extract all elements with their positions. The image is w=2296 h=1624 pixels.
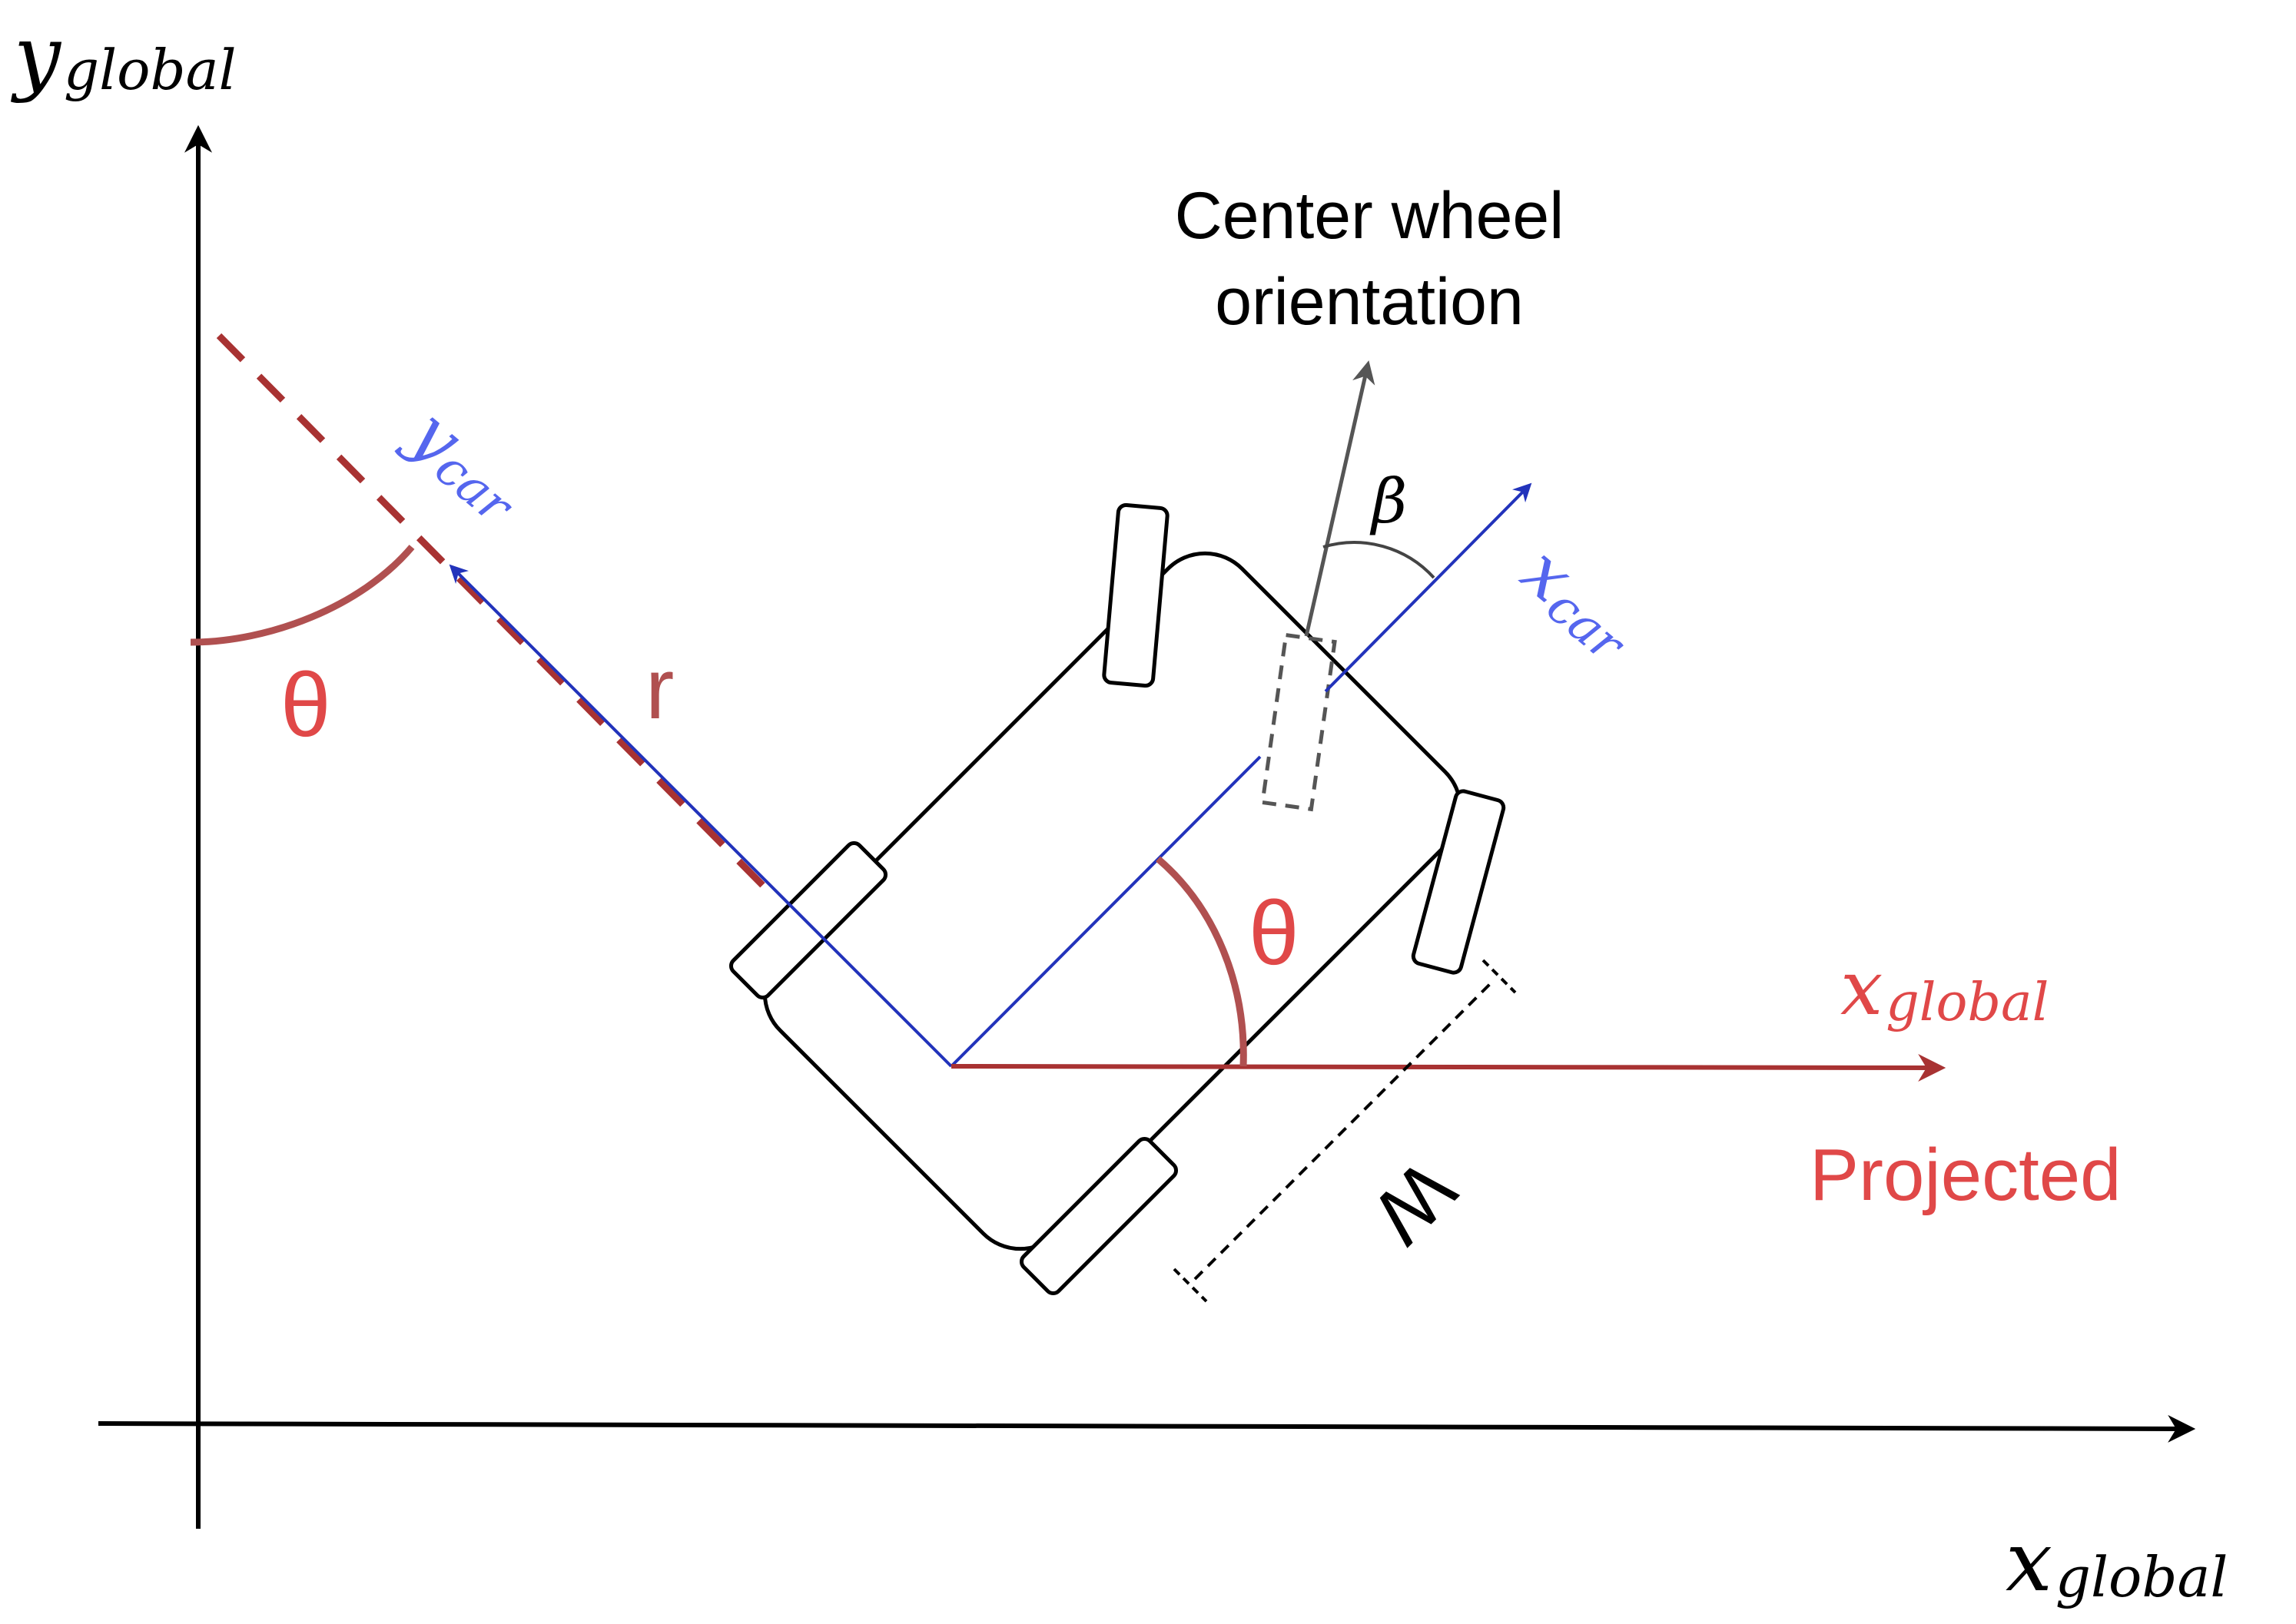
beta-arc [1322,541,1435,579]
y-car-axis [449,564,953,1068]
center-wheel-label-line2: orientation [1215,265,1524,339]
theta-arc-left [190,545,415,646]
r-label: r [645,641,674,737]
y-global-label: yglobal [10,8,237,104]
x-car-axis-solid [950,755,1262,1068]
theta-arc-car [1156,856,1247,1067]
w-dimension-tick-top [1481,959,1517,994]
w-dimension-tick-bottom [1173,1268,1208,1303]
wheel-left [728,840,888,1000]
car-body [762,551,1463,1251]
center-wheel-label-line1: Center wheel [1175,179,1564,253]
x-global-axis [98,1414,2196,1443]
y-car-label: ycar [390,391,541,536]
beta-label: β [1369,466,1407,537]
wheel-top [1102,502,1170,688]
w-label: W [1355,1144,1471,1260]
center-wheel-orientation-arrow [1304,360,1375,637]
x-global-label: xglobal [2006,1514,2228,1610]
center-wheel [1260,632,1337,812]
x-global-projected-arrow [951,1053,1946,1082]
wheel-right [1411,789,1506,975]
x-car-label: xcar [1505,531,1653,674]
theta-car-label: θ [1249,883,1299,984]
x-car-axis-upper [1324,482,1532,693]
projection-dashed-line [216,333,781,903]
x-global-projected-label: xglobal [1840,945,2049,1033]
w-dimension-line [1193,978,1496,1281]
projected-label: Projected [1810,1134,2122,1216]
theta-left-label: θ [280,655,331,756]
wheel-bottom [1019,1136,1179,1296]
